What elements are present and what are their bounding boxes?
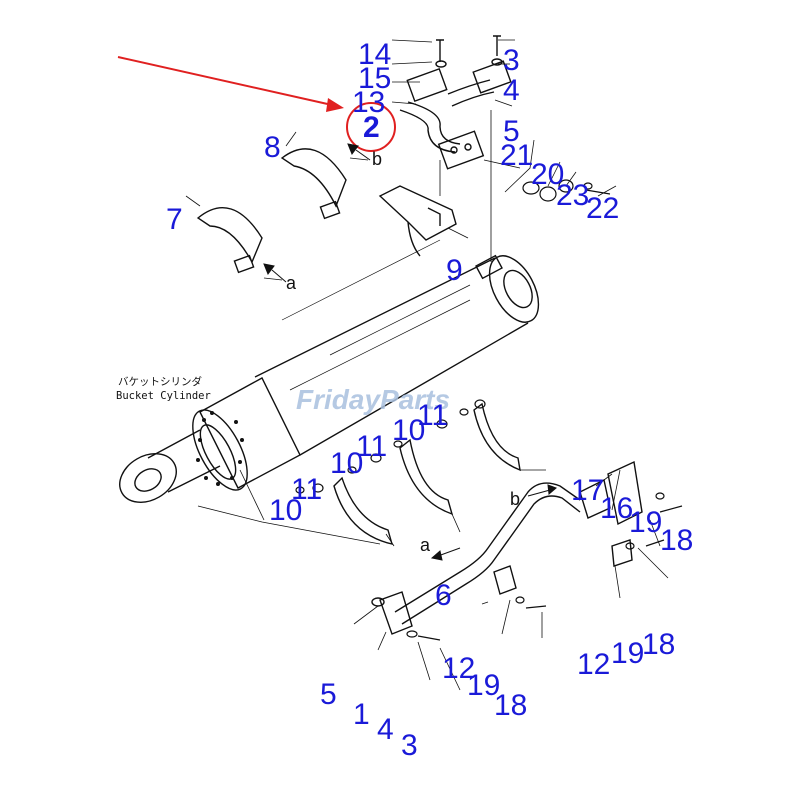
upper-pipe xyxy=(399,35,512,170)
callout-10-middle: 10 xyxy=(330,447,364,480)
callout-13: 13 xyxy=(352,86,386,119)
reference-letter-a-top: a xyxy=(286,273,297,293)
callout-15: 15 xyxy=(358,62,392,95)
reference-arrows xyxy=(263,143,557,561)
callout-10-left: 10 xyxy=(269,494,303,527)
callout-19-bottom: 19 xyxy=(467,669,501,702)
callout-21: 21 xyxy=(500,139,534,172)
lower-clamps xyxy=(333,402,521,545)
fasteners xyxy=(295,179,683,641)
red-pointer-arrow xyxy=(117,56,344,112)
callout-12-bottom: 12 xyxy=(442,652,476,685)
lower-pipe xyxy=(371,460,643,635)
callout-5-bottom: 5 xyxy=(320,678,337,711)
callout-18-lower-right: 18 xyxy=(642,628,676,661)
callout-23: 23 xyxy=(556,179,590,212)
callout-20: 20 xyxy=(531,158,565,191)
callout-8: 8 xyxy=(264,131,281,164)
callout-19-lower-right: 19 xyxy=(611,637,645,670)
callout-14: 14 xyxy=(358,38,392,71)
callout-5-top: 5 xyxy=(503,115,520,148)
callout-18-bottom: 18 xyxy=(494,689,528,722)
callout-17: 17 xyxy=(571,474,605,507)
callout-7: 7 xyxy=(166,203,183,236)
callout-16: 16 xyxy=(600,492,634,525)
callout-11-middle: 11 xyxy=(356,430,388,463)
part-label-en: Bucket Cylinder xyxy=(116,390,211,402)
callout-22: 22 xyxy=(586,192,620,225)
part-label-jp: バケットシリンダ xyxy=(118,376,202,388)
callout-9: 9 xyxy=(446,254,463,287)
callout-18-right: 18 xyxy=(660,524,694,557)
callout-11-left: 11 xyxy=(291,473,323,506)
callout-3-top: 3 xyxy=(503,44,520,77)
pipe-bracket xyxy=(378,185,457,257)
bucket-cylinder xyxy=(119,254,540,503)
callout-2: 2 xyxy=(363,111,380,144)
callout-10-right: 10 xyxy=(392,414,426,447)
callout-19-right: 19 xyxy=(629,506,663,539)
watermark: FridayParts xyxy=(296,384,451,415)
upper-clamps xyxy=(196,148,347,274)
reference-letter-b-top: b xyxy=(372,149,383,169)
callout-4-top: 4 xyxy=(503,74,520,107)
callout-4-bottom: 4 xyxy=(377,713,394,746)
callout-1: 1 xyxy=(353,698,370,731)
callout-6: 6 xyxy=(435,579,452,612)
callout-11-right: 11 xyxy=(417,399,449,432)
callout-3-bottom: 3 xyxy=(401,729,418,762)
callout-12-right: 12 xyxy=(577,648,611,681)
reference-letter-a-bottom: a xyxy=(420,535,431,555)
highlight-circle xyxy=(346,102,396,152)
leader-lines xyxy=(185,39,669,691)
reference-letter-b-bottom: b xyxy=(510,489,521,509)
phantom-lines xyxy=(281,239,471,391)
